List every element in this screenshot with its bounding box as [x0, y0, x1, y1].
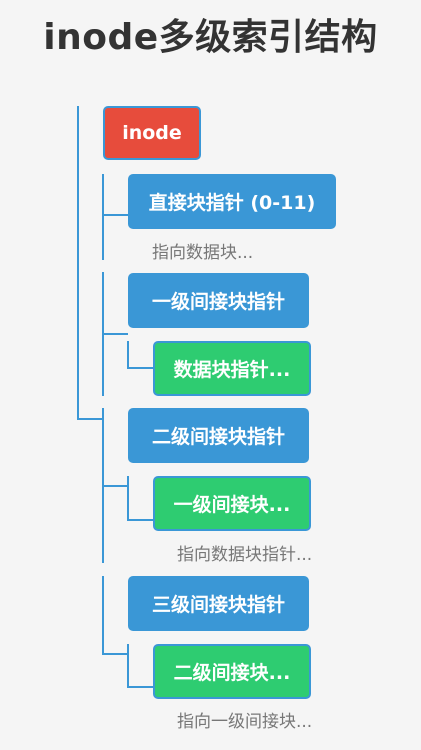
double-indirect-node: 二级间接块指针 — [128, 408, 309, 463]
double-indirect-child-node: 一级间接块... — [153, 476, 311, 531]
inode-node: inode — [103, 106, 201, 160]
connector-trunk — [77, 106, 79, 419]
triple-indirect-node: 三级间接块指针 — [128, 576, 309, 631]
single-indirect-child-node: 数据块指针... — [153, 341, 311, 396]
double-indirect-note: 指向数据块指针... — [177, 545, 313, 565]
triple-indirect-note: 指向一级间接块... — [177, 712, 313, 732]
connector-triple-branch — [102, 653, 128, 655]
connector-triple-vertical — [102, 576, 104, 654]
diagram-title: inode多级索引结构 — [43, 17, 378, 58]
connector-direct-branch — [102, 214, 128, 216]
triple-indirect-child-node: 二级间接块... — [153, 644, 311, 699]
connector-triple-child-branch — [127, 686, 153, 688]
direct-pointer-note: 指向数据块... — [152, 243, 254, 263]
connector-single-branch — [102, 333, 128, 335]
direct-pointer-node: 直接块指针 (0-11) — [128, 174, 336, 229]
connector-direct-vertical — [102, 174, 104, 260]
connector-double-child-vertical — [127, 476, 129, 520]
connector-trunk-branch — [77, 418, 102, 420]
single-indirect-node: 一级间接块指针 — [128, 273, 309, 328]
connector-triple-child-vertical — [127, 644, 129, 687]
connector-single-child-vertical — [127, 341, 129, 368]
connector-double-child-branch — [127, 519, 153, 521]
connector-double-branch — [102, 485, 128, 487]
connector-single-child-branch — [127, 367, 153, 369]
